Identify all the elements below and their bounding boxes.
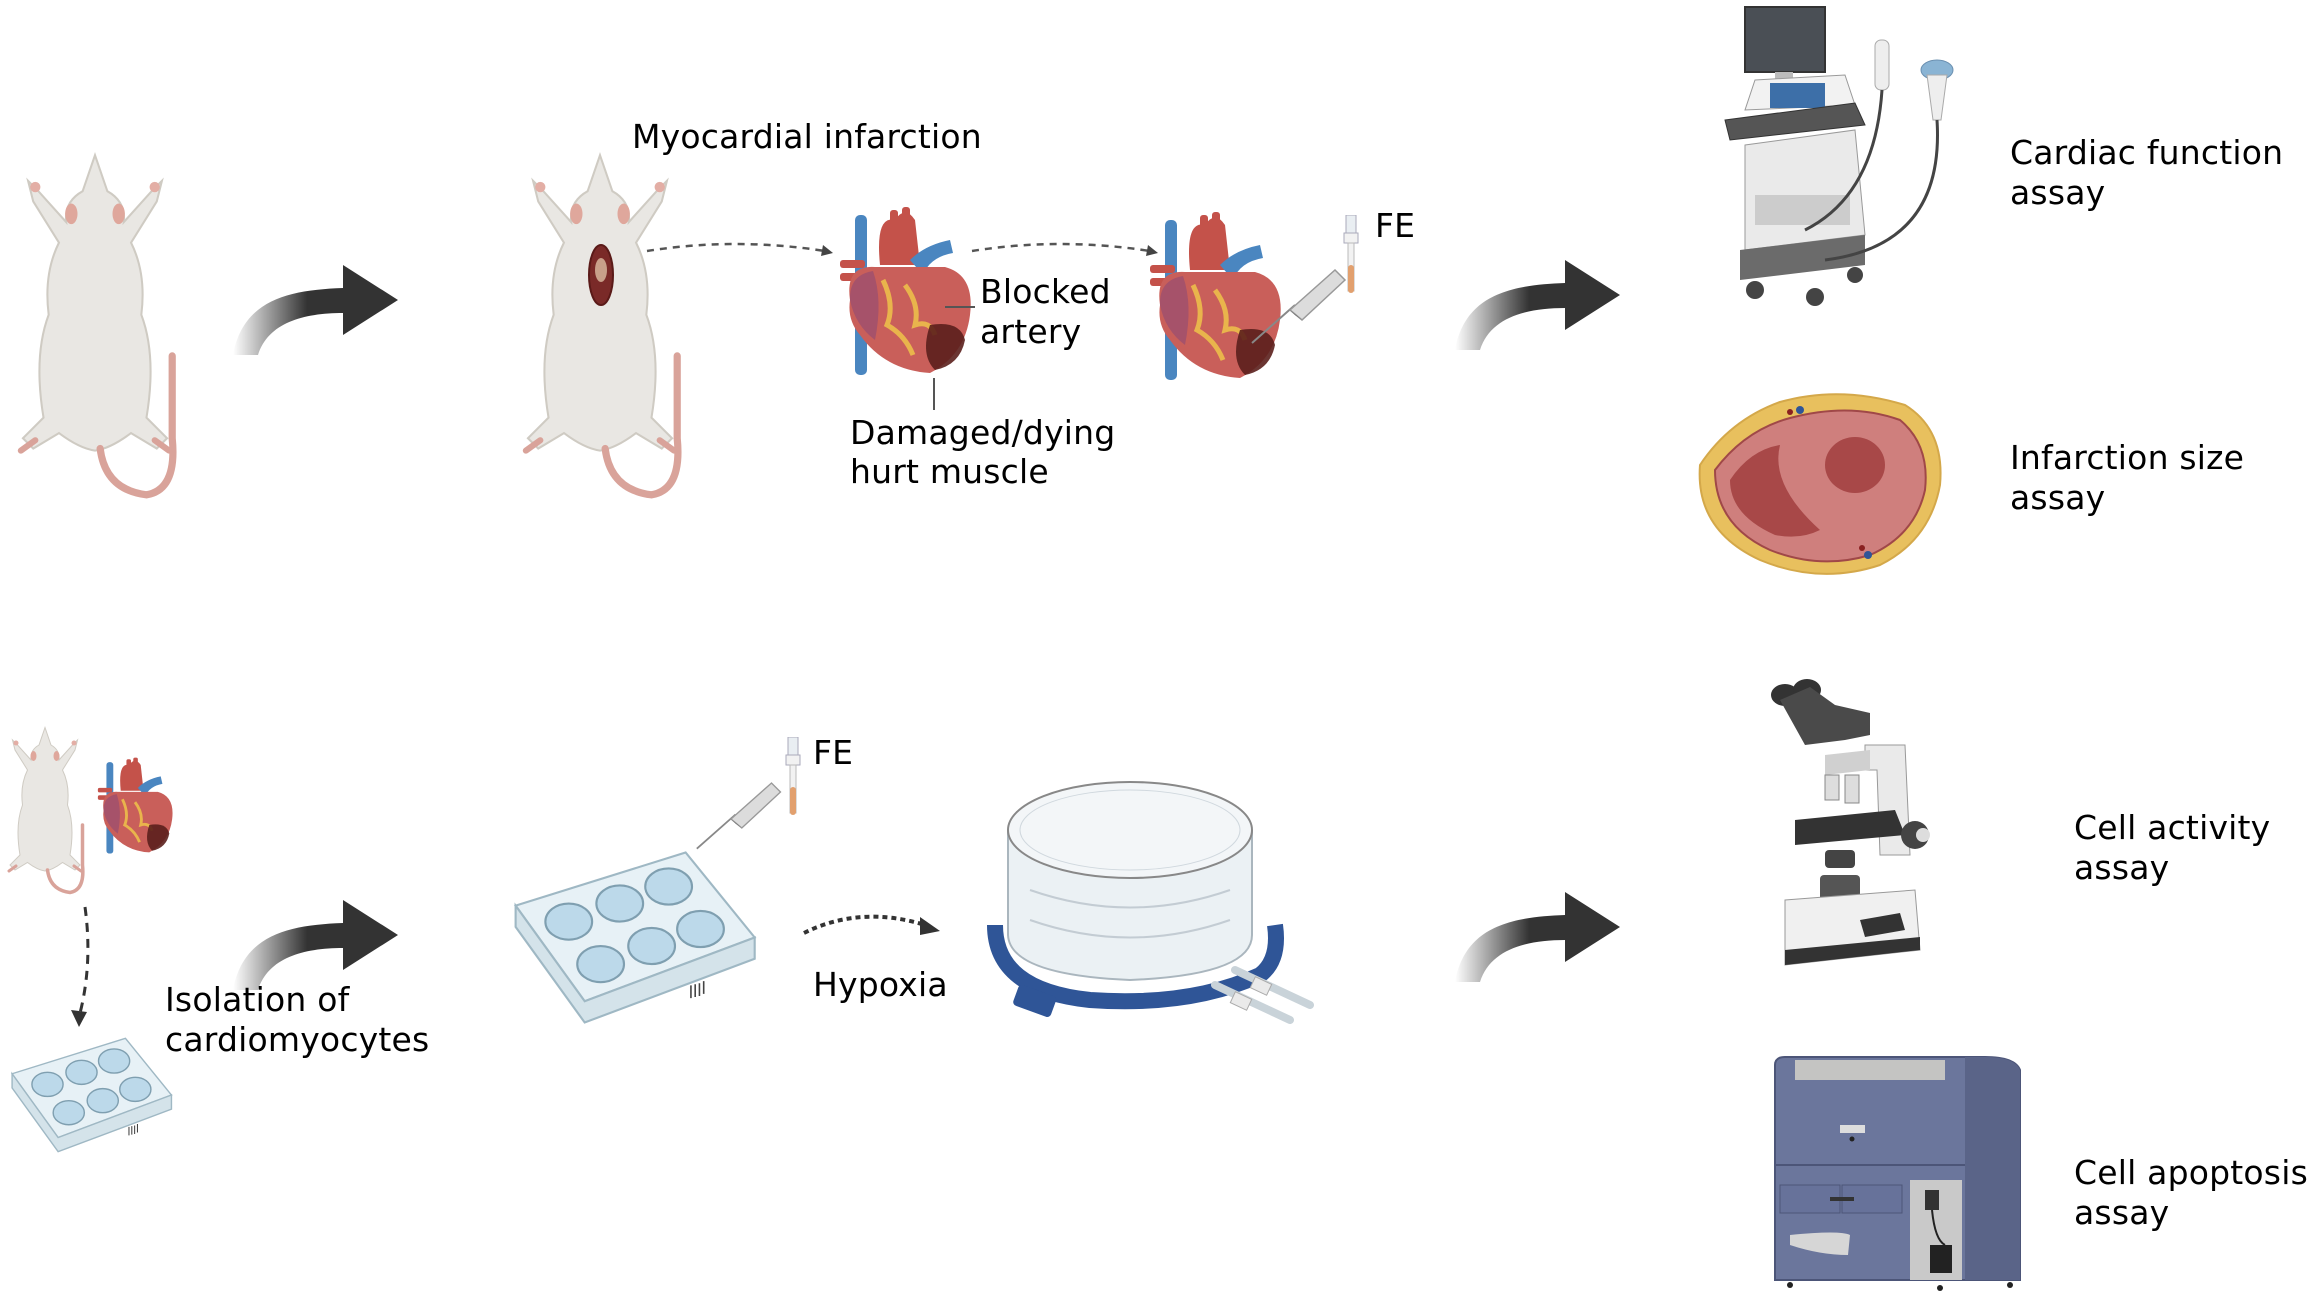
microscope-icon: [1765, 675, 1965, 975]
cardiac-function-assay-label-line1: Cardiac function: [2010, 133, 2284, 172]
damaged-muscle-label-line2: hurt muscle: [850, 452, 1049, 491]
myocardial-infarction-label: Myocardial infarction: [632, 117, 982, 156]
fe-label-top: FE: [1375, 206, 1416, 245]
fe-vial-icon: [785, 737, 801, 817]
damaged-muscle-pointer: [933, 378, 935, 410]
hypoxia-label: Hypoxia: [813, 965, 948, 1004]
blocked-artery-label-line2: artery: [980, 312, 1082, 351]
flow-cytometer-icon: [1770, 1055, 2025, 1295]
blocked-artery-label-line1: Blocked: [980, 272, 1111, 311]
cardiac-function-assay-label-line2: assay: [2010, 173, 2106, 212]
infarction-size-assay-label-line1: Infarction size: [2010, 438, 2245, 477]
syringe-icon: [695, 765, 785, 855]
rat-surgery-icon: [515, 150, 685, 500]
small-well-plate-icon: [5, 1030, 175, 1160]
small-heart-icon: [95, 755, 175, 855]
well-plate-icon: [505, 840, 760, 1035]
syringe-icon: [1250, 255, 1350, 345]
dashed-arrow-icon: [645, 235, 835, 265]
cell-activity-assay-label-line1: Cell activity: [2074, 808, 2271, 847]
curved-arrow-icon: [1450, 882, 1630, 982]
dashed-arrow-icon: [970, 235, 1160, 265]
cell-apoptosis-assay-label-line2: assay: [2074, 1193, 2170, 1232]
dashed-down-arrow-icon: [65, 905, 95, 1030]
cell-activity-assay-label-line2: assay: [2074, 848, 2170, 887]
small-rat-icon: [5, 725, 85, 895]
rat-icon: [10, 150, 180, 500]
heart-cross-section-icon: [1690, 390, 1950, 580]
hypoxia-chamber-icon: [987, 775, 1340, 1035]
damaged-muscle-label-line1: Damaged/dying: [850, 413, 1116, 452]
curved-arrow-icon: [228, 255, 408, 355]
fe-label-bottom: FE: [813, 733, 854, 772]
curved-arrow-icon: [228, 890, 408, 990]
curved-arrow-icon: [1450, 250, 1630, 350]
infarction-size-assay-label-line2: assay: [2010, 478, 2106, 517]
blocked-artery-pointer: [945, 306, 975, 308]
dotted-arrow-icon: [800, 905, 950, 945]
fe-vial-icon: [1343, 215, 1359, 295]
ultrasound-machine-icon: [1715, 5, 1975, 320]
isolation-label-line1: Isolation of: [165, 980, 350, 1019]
cell-apoptosis-assay-label-line1: Cell apoptosis: [2074, 1153, 2308, 1192]
infarcted-heart-icon: [835, 200, 975, 400]
isolation-label-line2: cardiomyocytes: [165, 1020, 430, 1059]
